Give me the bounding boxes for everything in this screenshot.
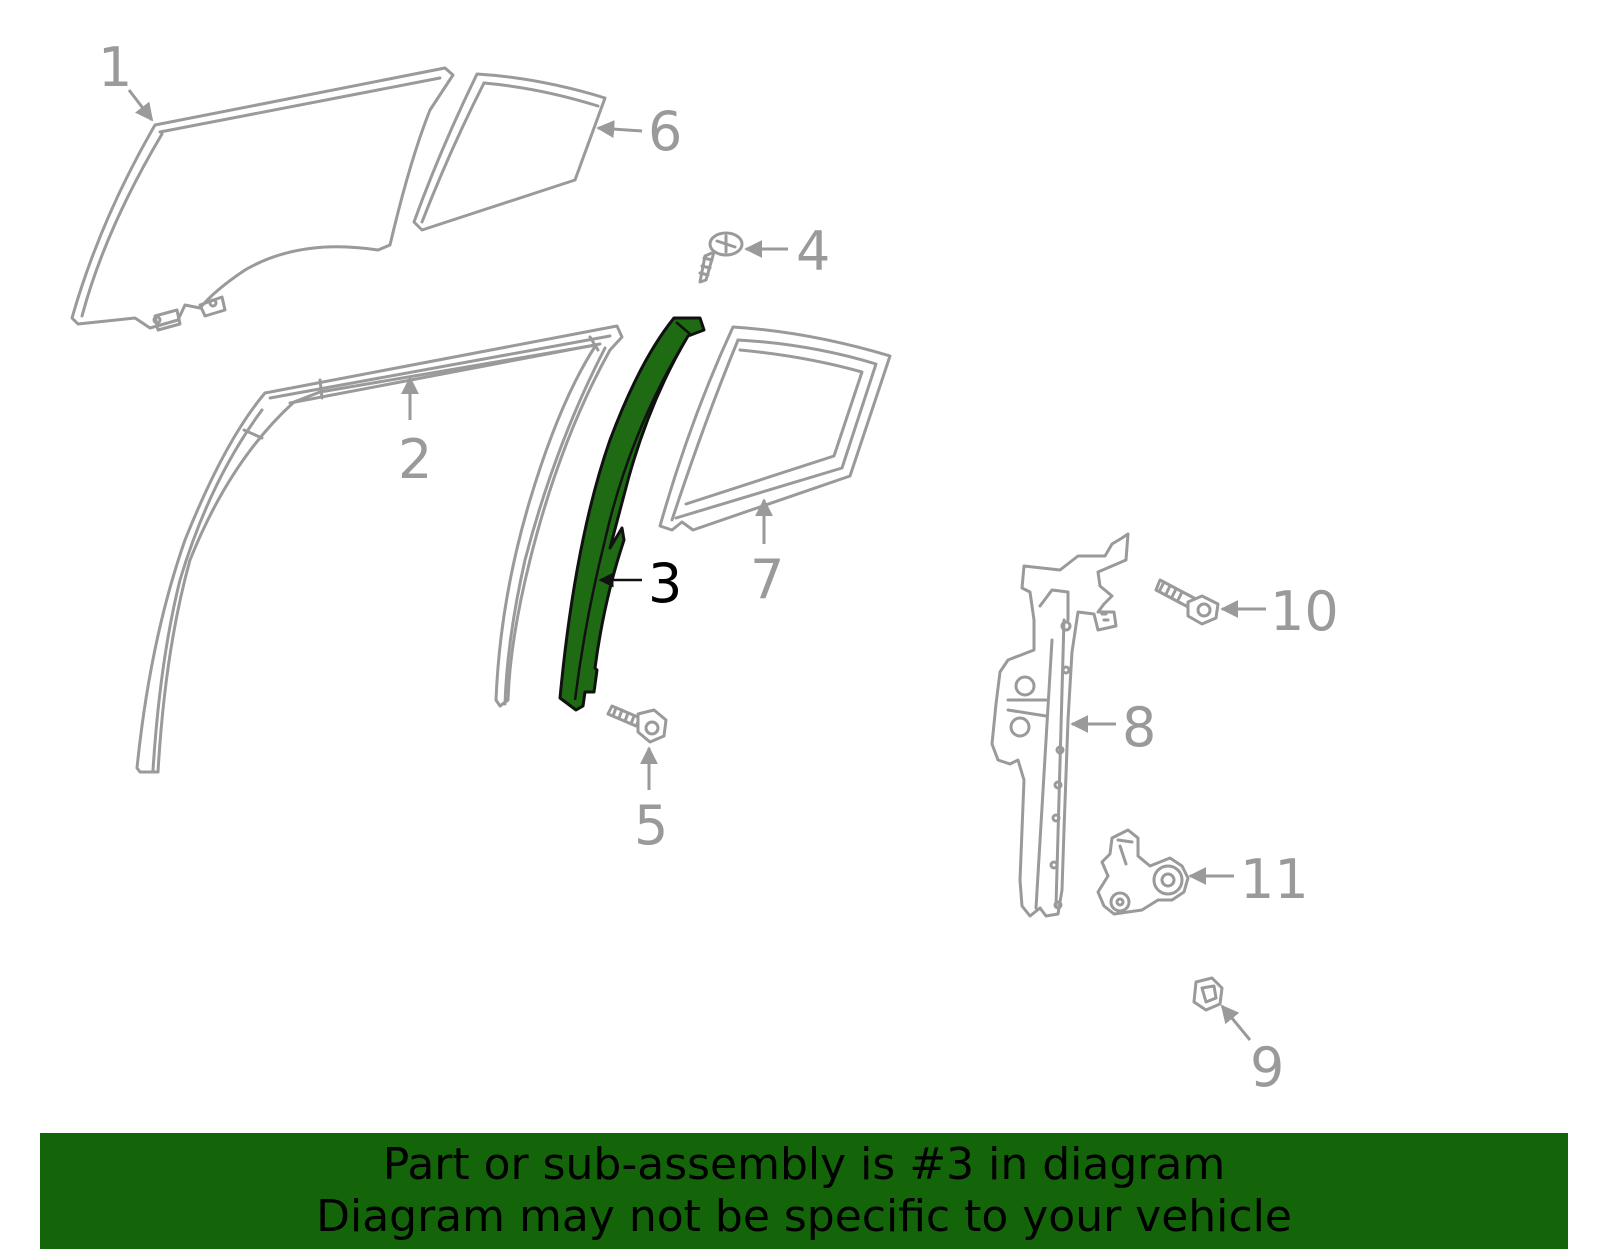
banner-line-2: Diagram may not be specific to your vehi… xyxy=(316,1191,1292,1242)
callout-8[interactable]: 8 xyxy=(1122,696,1156,759)
banner-line-1: Part or sub-assembly is #3 in diagram xyxy=(382,1139,1226,1190)
leader-lines xyxy=(127,89,1266,1041)
callout-1[interactable]: 1 xyxy=(98,36,132,99)
info-banner: Part or sub-assembly is #3 in diagram Di… xyxy=(40,1133,1568,1249)
callout-6[interactable]: 6 xyxy=(648,100,682,163)
part-6-quarter-glass xyxy=(412,72,607,232)
callout-5[interactable]: 5 xyxy=(634,794,668,857)
part-3-glass-run-channel xyxy=(558,316,706,712)
part-9-nut xyxy=(1192,976,1224,1012)
callout-4[interactable]: 4 xyxy=(796,220,830,283)
callout-3[interactable]: 3 xyxy=(648,552,682,615)
callout-9[interactable]: 9 xyxy=(1250,1036,1284,1099)
part-4-screw xyxy=(698,231,744,284)
part-2-run-channel xyxy=(135,324,624,774)
part-1-door-glass xyxy=(70,66,455,332)
part-11-motor xyxy=(1096,828,1190,916)
callout-11[interactable]: 11 xyxy=(1240,848,1309,911)
callout-7[interactable]: 7 xyxy=(750,548,784,611)
part-7-fixed-glass xyxy=(658,325,892,532)
part-8-regulator xyxy=(990,532,1130,918)
part-5-bolt xyxy=(606,704,668,744)
part-10-bolt xyxy=(1154,578,1220,626)
callout-labels: 1 2 3 4 5 6 7 8 9 10 11 xyxy=(98,36,1339,1099)
callout-10[interactable]: 10 xyxy=(1270,580,1339,643)
callout-2[interactable]: 2 xyxy=(398,428,432,491)
